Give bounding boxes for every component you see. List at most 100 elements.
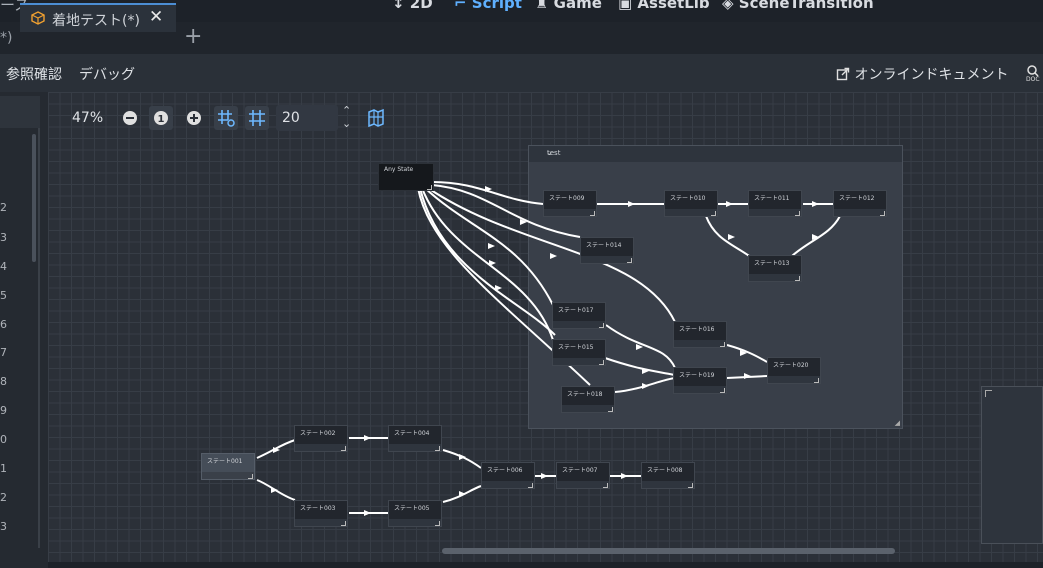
script-list-border: [38, 128, 40, 548]
script-list-panel: [0, 92, 48, 568]
state-node-010[interactable]: ステート010: [664, 190, 718, 217]
zoom-reset-icon: 1: [154, 111, 168, 125]
frame-header[interactable]: ⌄ test: [529, 146, 902, 162]
topbar-game[interactable]: ♜ Game: [535, 0, 602, 12]
line-number: 2: [0, 491, 7, 504]
connection: [256, 439, 296, 459]
graph-minimap[interactable]: [981, 386, 1043, 544]
state-node-014[interactable]: ステート014: [580, 237, 634, 264]
state-node-002[interactable]: ステート002: [294, 425, 348, 452]
connection-arrow: [489, 260, 496, 266]
connection: [791, 215, 841, 257]
state-node-003[interactable]: ステート003: [294, 500, 348, 527]
online-docs-link[interactable]: オンラインドキュメント: [836, 64, 1008, 84]
resize-grip-icon[interactable]: ◢: [894, 419, 900, 427]
connection: [431, 184, 581, 238]
topbar-2d[interactable]: ↕ 2D: [392, 0, 433, 12]
frame-title: test: [547, 149, 561, 157]
script-list-scrollbar[interactable]: [32, 134, 36, 262]
state-node-006[interactable]: ステート006: [481, 462, 535, 489]
state-node-015[interactable]: ステート015: [552, 339, 606, 366]
tab-label: 着地テスト(*): [52, 13, 140, 29]
line-number: 6: [0, 318, 7, 331]
search-help-icon[interactable]: DOC: [1025, 64, 1043, 82]
line-number: 0: [0, 433, 7, 446]
minimap-resize-icon[interactable]: [985, 390, 992, 397]
snap-toggle-button[interactable]: [214, 106, 238, 130]
connection-arrow: [541, 473, 548, 479]
line-number: 9: [0, 404, 7, 417]
chevron-down-icon[interactable]: ⌄: [342, 117, 352, 130]
connection: [419, 187, 556, 336]
connection-arrow: [273, 447, 280, 453]
line-number: 5: [0, 289, 7, 302]
topbar-assetlib[interactable]: ▣ AssetLib: [618, 0, 710, 12]
grid-toggle-button[interactable]: [245, 106, 269, 130]
connection-arrow: [740, 350, 747, 356]
zoom-reset-button[interactable]: 1: [149, 106, 173, 130]
state-node-011[interactable]: ステート011: [748, 190, 802, 217]
tab-landing-test[interactable]: 着地テスト(*) ✕: [20, 3, 176, 32]
state-node-016[interactable]: ステート016: [673, 321, 727, 348]
connection-arrow: [520, 219, 527, 225]
line-number: 2: [0, 201, 7, 214]
line-number: 3: [0, 231, 7, 244]
topbar-scenetransition[interactable]: ◈ SceneTransition: [722, 0, 874, 12]
state-node-004[interactable]: ステート004: [388, 425, 442, 452]
svg-text:DOC: DOC: [1026, 76, 1040, 82]
zoom-in-icon[interactable]: [182, 106, 206, 130]
connection-arrow: [744, 373, 751, 379]
state-node-007[interactable]: ステート007: [556, 462, 610, 489]
close-icon[interactable]: ✕: [149, 7, 164, 27]
minimap-toggle-icon[interactable]: [364, 106, 388, 130]
state-node-020[interactable]: ステート020: [767, 357, 821, 384]
connection: [614, 377, 676, 393]
snap-distance-stepper[interactable]: ⌃ ⌄: [342, 104, 351, 130]
connection-arrow: [459, 491, 466, 497]
chevron-up-icon[interactable]: ⌃: [342, 104, 352, 117]
line-number: 8: [0, 375, 7, 388]
line-number: 4: [0, 260, 7, 273]
chevron-down-icon[interactable]: ⌄: [547, 149, 553, 157]
connection: [726, 344, 768, 363]
horizontal-scrollbar[interactable]: [442, 548, 895, 554]
menu-debug[interactable]: デバッグ: [79, 67, 135, 83]
snap-distance-field[interactable]: 20: [276, 105, 338, 131]
connection-arrow: [642, 368, 649, 374]
external-link-icon: [836, 67, 850, 81]
connection-arrow: [364, 435, 371, 441]
state-node-018[interactable]: ステート018: [561, 386, 615, 413]
connection-arrow: [636, 344, 643, 350]
add-tab-button[interactable]: +: [184, 24, 203, 49]
zoom-out-icon[interactable]: [118, 106, 142, 130]
editor-menu-bar: 参照確認 デバッグ オンラインドキュメント DOC: [0, 54, 1043, 92]
state-node-any-state[interactable]: Any State: [378, 163, 434, 191]
script-filter-header[interactable]: [0, 96, 40, 128]
topbar-script[interactable]: ⌐ Script: [454, 0, 522, 12]
zoom-level[interactable]: 47%: [72, 110, 104, 126]
connection-arrow: [728, 234, 735, 240]
state-node-017[interactable]: ステート017: [552, 302, 606, 329]
connection-arrow: [726, 201, 733, 207]
state-node-012[interactable]: ステート012: [833, 190, 887, 217]
connection-arrow: [642, 383, 649, 389]
connection-arrow: [812, 201, 819, 207]
connection-arrow: [495, 285, 502, 291]
connection: [427, 187, 676, 323]
state-node-019[interactable]: ステート019: [673, 367, 727, 394]
previous-tab[interactable]: *): [0, 30, 13, 46]
connection-arrow: [364, 510, 371, 516]
state-node-005[interactable]: ステート005: [388, 500, 442, 527]
connection: [705, 215, 753, 259]
main-toolbar: ース ↕ 2D ⌐ Script ♜ Game ▣ AssetLib ◈ Sce…: [0, 0, 1043, 22]
connection: [604, 357, 676, 376]
scene-cube-icon: [31, 11, 45, 25]
menu-reference-check[interactable]: 参照確認: [6, 67, 62, 83]
connection-arrow: [550, 253, 557, 259]
state-node-009[interactable]: ステート009: [543, 190, 597, 217]
state-node-013[interactable]: ステート013: [748, 255, 802, 282]
connection-arrow: [812, 234, 819, 240]
snap-grid-icon: [218, 110, 235, 127]
state-node-008[interactable]: ステート008: [641, 462, 695, 489]
state-node-001[interactable]: ステート001: [201, 453, 255, 480]
